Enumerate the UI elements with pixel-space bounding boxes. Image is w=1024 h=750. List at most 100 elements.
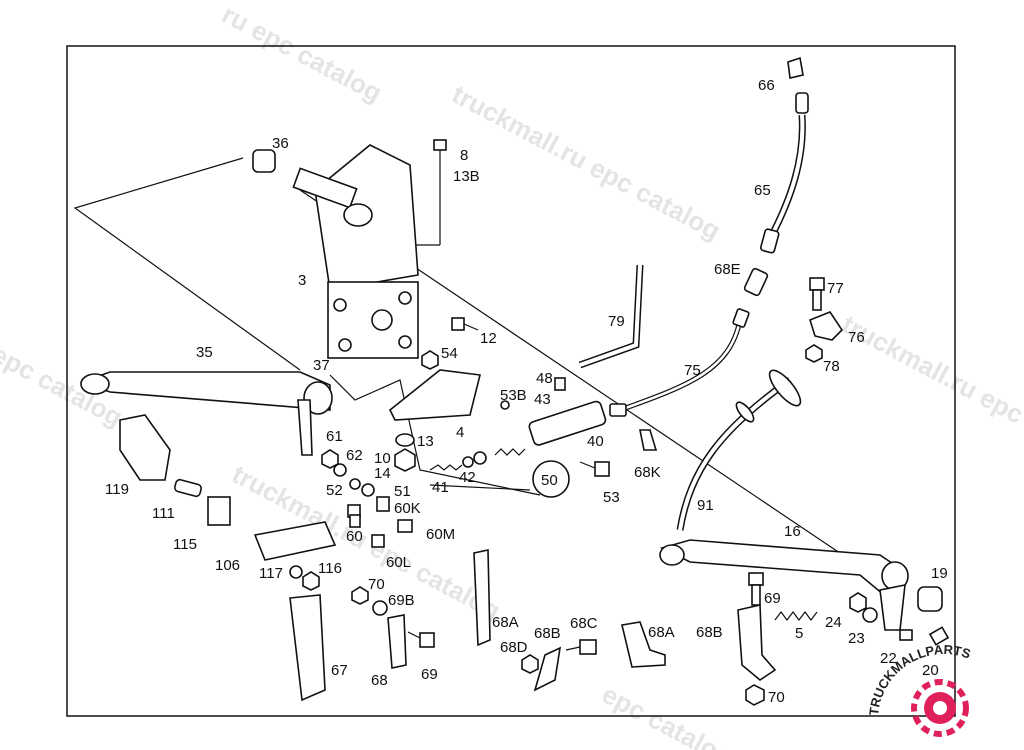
- clip: [809, 311, 844, 341]
- callout-circle: [532, 460, 570, 498]
- pin: [928, 626, 950, 646]
- part-label-111: 111: [152, 505, 175, 522]
- pin: [899, 629, 913, 641]
- assembly-lines: [73, 157, 881, 581]
- washer: [333, 463, 347, 477]
- part-label-13: 13: [417, 433, 434, 450]
- part-label-4: 4: [456, 424, 464, 441]
- watermark-text: epc catalog: [597, 679, 737, 750]
- spring: [774, 611, 818, 621]
- fitting: [609, 403, 627, 417]
- part-label-68b: 68B: [696, 624, 723, 641]
- part-label-68a: 68A: [492, 614, 519, 631]
- part-label-75: 75: [684, 362, 701, 379]
- part-label-68b: 68B: [534, 625, 561, 642]
- part-label-35: 35: [196, 344, 213, 361]
- part-label-60l: 60L: [386, 554, 411, 571]
- part-label-65: 65: [754, 182, 771, 199]
- part-label-68a: 68A: [648, 624, 675, 641]
- part-label-70: 70: [368, 576, 385, 593]
- part-label-5: 5: [795, 625, 803, 642]
- part-label-68e: 68E: [714, 261, 741, 278]
- nut: [421, 350, 439, 370]
- part-label-68k: 68K: [634, 464, 661, 481]
- part-label-54: 54: [441, 345, 458, 362]
- part-label-60m: 60M: [426, 526, 455, 543]
- bushing: [917, 586, 943, 612]
- part-label-91: 91: [697, 497, 714, 514]
- part-label-53b: 53B: [500, 387, 527, 404]
- part-label-68d: 68D: [500, 639, 528, 656]
- fitting: [743, 267, 769, 297]
- part-label-42: 42: [459, 469, 476, 486]
- watermark-text: ru epc catalog: [217, 0, 387, 108]
- washer: [361, 483, 375, 497]
- watermark-text: truckmall.ru epc catalog: [447, 79, 725, 246]
- linkage-bracket: [119, 414, 171, 481]
- part-label-66: 66: [758, 77, 775, 94]
- bolt: [433, 139, 447, 172]
- part-label-14: 14: [374, 465, 391, 482]
- part-label-60k: 60K: [394, 500, 421, 517]
- part-label-61: 61: [326, 428, 343, 445]
- watermark-text: truckmall.ru epc catalog: [837, 309, 1024, 476]
- part-label-36: 36: [272, 135, 289, 152]
- linkage-plate: [253, 521, 337, 561]
- part-label-12: 12: [480, 330, 497, 347]
- part-label-19: 19: [931, 565, 948, 582]
- part-label-23: 23: [848, 630, 865, 647]
- nut: [302, 571, 320, 591]
- part-label-20: 20: [922, 662, 939, 679]
- washer: [349, 478, 361, 490]
- boot: [768, 369, 802, 407]
- support-bracket: [292, 144, 419, 359]
- bracket: [737, 604, 777, 681]
- part-label-22: 22: [880, 650, 897, 667]
- pin: [173, 478, 203, 498]
- part-label-60: 60: [346, 528, 363, 545]
- washer: [862, 607, 878, 623]
- part-label-79: 79: [608, 313, 625, 330]
- bolt: [809, 277, 825, 311]
- bracket: [289, 594, 326, 702]
- part-label-119: 119: [105, 481, 129, 498]
- bolt: [451, 317, 479, 331]
- part-label-53: 53: [603, 489, 620, 506]
- nut: [849, 592, 867, 613]
- bushing: [252, 149, 276, 173]
- part-label-13b: 13B: [453, 168, 480, 185]
- part-labels: 36 8 13B 3 12 35 37 54 79 66 65 68E 77 7…: [105, 77, 948, 706]
- part-label-69b: 69B: [388, 592, 415, 609]
- bolt: [565, 639, 597, 655]
- part-label-76: 76: [848, 329, 865, 346]
- mounting-bracket: [388, 369, 481, 421]
- part-label-8: 8: [460, 147, 468, 164]
- part-label-3: 3: [298, 272, 306, 289]
- pedal-arm: [79, 371, 333, 456]
- part-label-50: 50: [541, 472, 558, 489]
- boot: [735, 401, 755, 423]
- bolt: [407, 631, 435, 648]
- part-label-116: 116: [318, 560, 342, 577]
- part-label-62: 62: [346, 447, 363, 464]
- nut: [745, 684, 765, 706]
- part-label-69: 69: [421, 666, 438, 683]
- clip: [639, 429, 658, 451]
- plate: [207, 496, 231, 526]
- part-label-41: 41: [432, 479, 449, 496]
- part-label-10: 10: [374, 450, 391, 467]
- master-cylinder: [429, 400, 607, 471]
- strip-bracket: [473, 549, 491, 647]
- part-label-68: 68: [371, 672, 388, 689]
- part-label-51: 51: [394, 483, 411, 500]
- part-label-106: 106: [215, 557, 240, 574]
- part-label-69: 69: [764, 590, 781, 607]
- nut: [521, 654, 539, 674]
- bracket: [387, 614, 407, 669]
- bolt: [579, 461, 610, 477]
- part-label-40: 40: [587, 433, 604, 450]
- part-label-37: 37: [313, 357, 330, 374]
- washer: [395, 433, 415, 447]
- part-label-52: 52: [326, 482, 343, 499]
- washer: [289, 565, 303, 579]
